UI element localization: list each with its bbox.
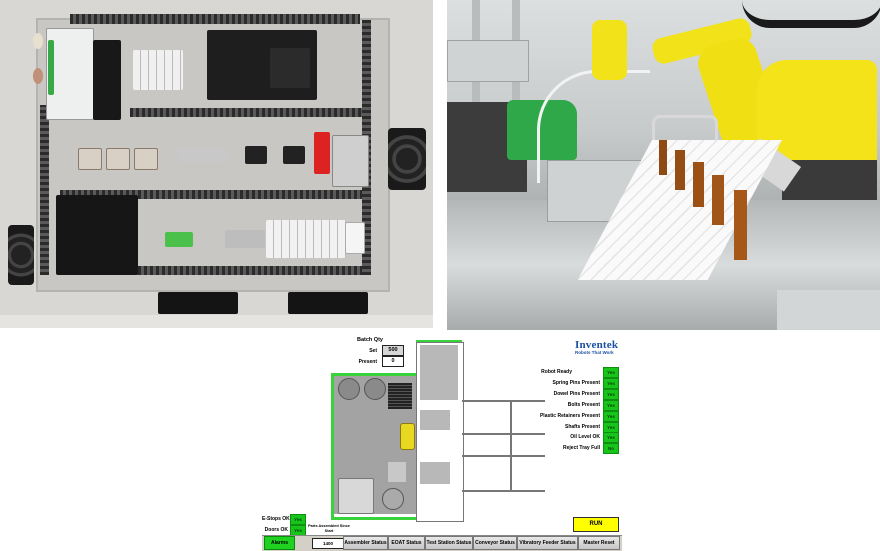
tab-conveyor-status[interactable]: Conveyor Status (473, 536, 517, 550)
cooling-fan (8, 225, 34, 285)
amber-tube (734, 190, 747, 260)
table-edge (777, 290, 880, 330)
run-button[interactable]: RUN (573, 517, 619, 532)
rotary-table-area (338, 478, 374, 514)
set-label: Set (369, 348, 377, 354)
indicator-knob (33, 33, 43, 49)
feeder-bowl (382, 488, 404, 510)
amber-tube (659, 140, 667, 175)
tab-eoat-status[interactable]: EOAT Status (388, 536, 425, 550)
power-adapter (288, 292, 368, 314)
control-cabinet-photo (0, 0, 433, 328)
cabinet-bottom (0, 315, 433, 328)
motion-controller (46, 28, 94, 120)
filter-module (78, 148, 102, 170)
cell-outline-top (331, 373, 417, 376)
amber-tube (693, 162, 704, 207)
indicator-knob (33, 68, 43, 84)
batch-qty-title: Batch Qty (357, 337, 383, 343)
frame-panel (447, 40, 529, 82)
tab-alarms[interactable]: Alarms (264, 536, 295, 550)
relay-block (283, 146, 305, 164)
batch-set-field[interactable]: 500 (382, 345, 404, 356)
network-switch (332, 135, 369, 187)
conveyor-module (420, 410, 450, 430)
wire-duct (60, 190, 370, 199)
conveyor-rail (510, 400, 512, 492)
robot-ready-label: Robot Ready (541, 369, 572, 375)
batch-present-field: 0 (382, 356, 404, 367)
terminal-strip (225, 230, 265, 248)
robot-arm-background (592, 20, 627, 80)
robot-icon (400, 423, 415, 450)
wire-duct (40, 105, 49, 275)
conveyor-rail (462, 455, 545, 457)
cooling-fan (388, 128, 426, 190)
conveyor-rail (462, 490, 545, 492)
plastic-retainers-label: Plastic Retainers Present (539, 413, 600, 419)
filter-module (134, 148, 158, 170)
robot-ready-indicator: Yes (603, 367, 619, 378)
inventek-logo: Inventek Robots That Work (575, 339, 618, 355)
terminal-block (48, 40, 54, 95)
cable-harness (742, 0, 880, 28)
filter-module (106, 148, 130, 170)
circuit-breakers (133, 50, 183, 90)
spring-pins-label: Spring Pins Present (552, 380, 600, 386)
servo-drive (56, 195, 84, 275)
servo-drive (108, 195, 138, 275)
outlet (345, 222, 365, 254)
oil-level-indicator: Yes (603, 432, 619, 443)
conveyor-rail (462, 400, 545, 402)
estops-indicator: Yes (290, 514, 306, 525)
feeder-bowl (338, 378, 360, 400)
shafts-label: Shafts Present (564, 424, 600, 430)
robot-assembly-line-photo (447, 0, 880, 330)
master-reset-button[interactable]: Master Reset (578, 536, 620, 550)
terminal-block-green (165, 232, 193, 247)
power-adapter (158, 292, 238, 314)
tab-vibratory-feeder-status[interactable]: Vibratory Feeder Status (517, 536, 578, 550)
part-racks (388, 383, 412, 409)
relay-block (245, 146, 267, 164)
conveyor-module (420, 345, 458, 400)
doors-label: Doors OK (264, 527, 288, 533)
dowel-pins-indicator: Yes (603, 389, 619, 400)
parts-assembled-label: Parts Assembled Since Start (308, 524, 350, 533)
logo-brand: Inventek (575, 339, 619, 351)
bolts-label: Bolts Present (567, 402, 600, 408)
dowel-pins-label: Dowel Pins Present (553, 391, 600, 397)
bolts-indicator: Yes (603, 400, 619, 411)
plc-io-module (270, 48, 310, 88)
safety-relay (314, 132, 330, 174)
logo-tagline: Robots That Work (575, 350, 614, 355)
amber-tube (712, 175, 724, 225)
present-label: Present (358, 359, 377, 365)
amber-tube (675, 150, 685, 190)
circuit-breakers (266, 220, 346, 258)
tab-test-station-status[interactable]: Test Station Status (425, 536, 473, 550)
reject-tray-indicator: No (603, 443, 619, 454)
conveyor-module (420, 462, 450, 484)
wire-duct (130, 108, 370, 117)
tab-assembler-status[interactable]: Assembler Status (343, 536, 388, 550)
wire-duct (70, 14, 360, 24)
cell-outline-left (331, 373, 334, 519)
wire-duct (60, 266, 370, 275)
servo-drive (82, 195, 110, 275)
test-station (388, 462, 406, 482)
plastic-retainers-indicator: Yes (603, 411, 619, 422)
conveyor-rail (462, 433, 545, 435)
cell-outline-bottom (331, 517, 417, 520)
parts-assembled-value: 1400 (312, 538, 344, 549)
oil-level-label: Oil Level OK (570, 434, 600, 440)
feeder-bowl (364, 378, 386, 400)
terminal-strip (178, 148, 228, 162)
spring-pins-indicator: Yes (603, 378, 619, 389)
frame-outline-top (416, 340, 462, 343)
estops-label: E-Stops OK (262, 516, 290, 522)
power-supply (93, 40, 121, 120)
reject-tray-label: Reject Tray Full (563, 445, 600, 451)
